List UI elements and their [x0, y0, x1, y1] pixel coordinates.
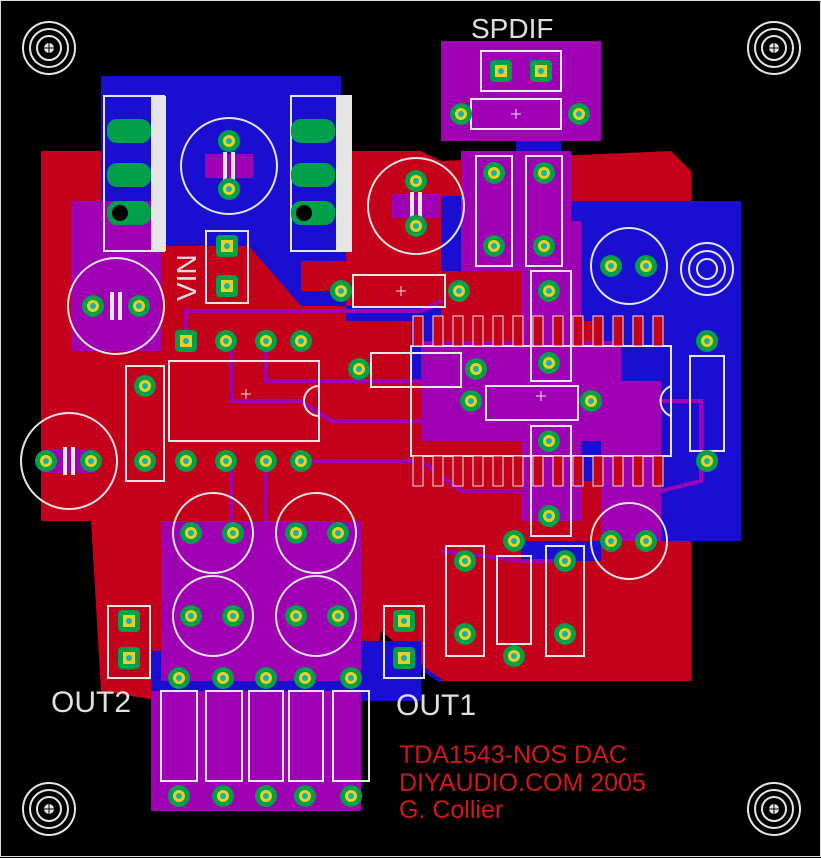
header-connector-icon [107, 605, 151, 679]
voltage-regulator-icon [103, 95, 166, 252]
mounting-hole-top-left-icon [22, 21, 76, 75]
electrolytic-capacitor-icon [172, 575, 254, 657]
resistor-icon [496, 530, 532, 667]
crystal-icon [680, 242, 734, 296]
resistor-icon [460, 385, 602, 421]
resistor-icon [330, 274, 470, 308]
header-connector-icon [480, 50, 562, 92]
receiver-ic-icon [410, 315, 672, 487]
vin-label: VIN [171, 254, 202, 301]
resistor-icon [348, 352, 487, 388]
voltage-regulator-icon [290, 95, 352, 252]
component-center-marks [241, 109, 546, 401]
out2-label: OUT2 [51, 686, 132, 719]
film-capacitor-icon [125, 155, 585, 657]
mounting-hole-top-right-icon [747, 21, 801, 75]
electrolytic-capacitor-icon [590, 227, 668, 305]
electrolytic-capacitor-icon [590, 502, 668, 580]
mounting-hole-bottom-right-icon [747, 782, 801, 836]
mounting-hole-bottom-left-icon [22, 782, 76, 836]
credit-line-2: DIYAUDIO.COM 2005 [399, 769, 646, 797]
out1-label: OUT1 [396, 689, 477, 722]
resistor-icon [450, 98, 590, 130]
electrolytic-capacitor-icon [275, 575, 357, 657]
resistor-icon [160, 667, 370, 807]
header-connector-icon [205, 230, 249, 304]
spdif-label: SPDIF [471, 13, 554, 44]
electrolytic-capacitor-icon [172, 492, 254, 574]
electrolytic-capacitor-icon [275, 492, 357, 574]
credit-line-3: G. Collier [399, 796, 504, 824]
header-connector-icon [383, 605, 425, 679]
resistor-icon [689, 330, 725, 472]
credit-line-1: TDA1543-NOS DAC [399, 741, 627, 769]
tda1543-chip-icon [168, 330, 320, 472]
